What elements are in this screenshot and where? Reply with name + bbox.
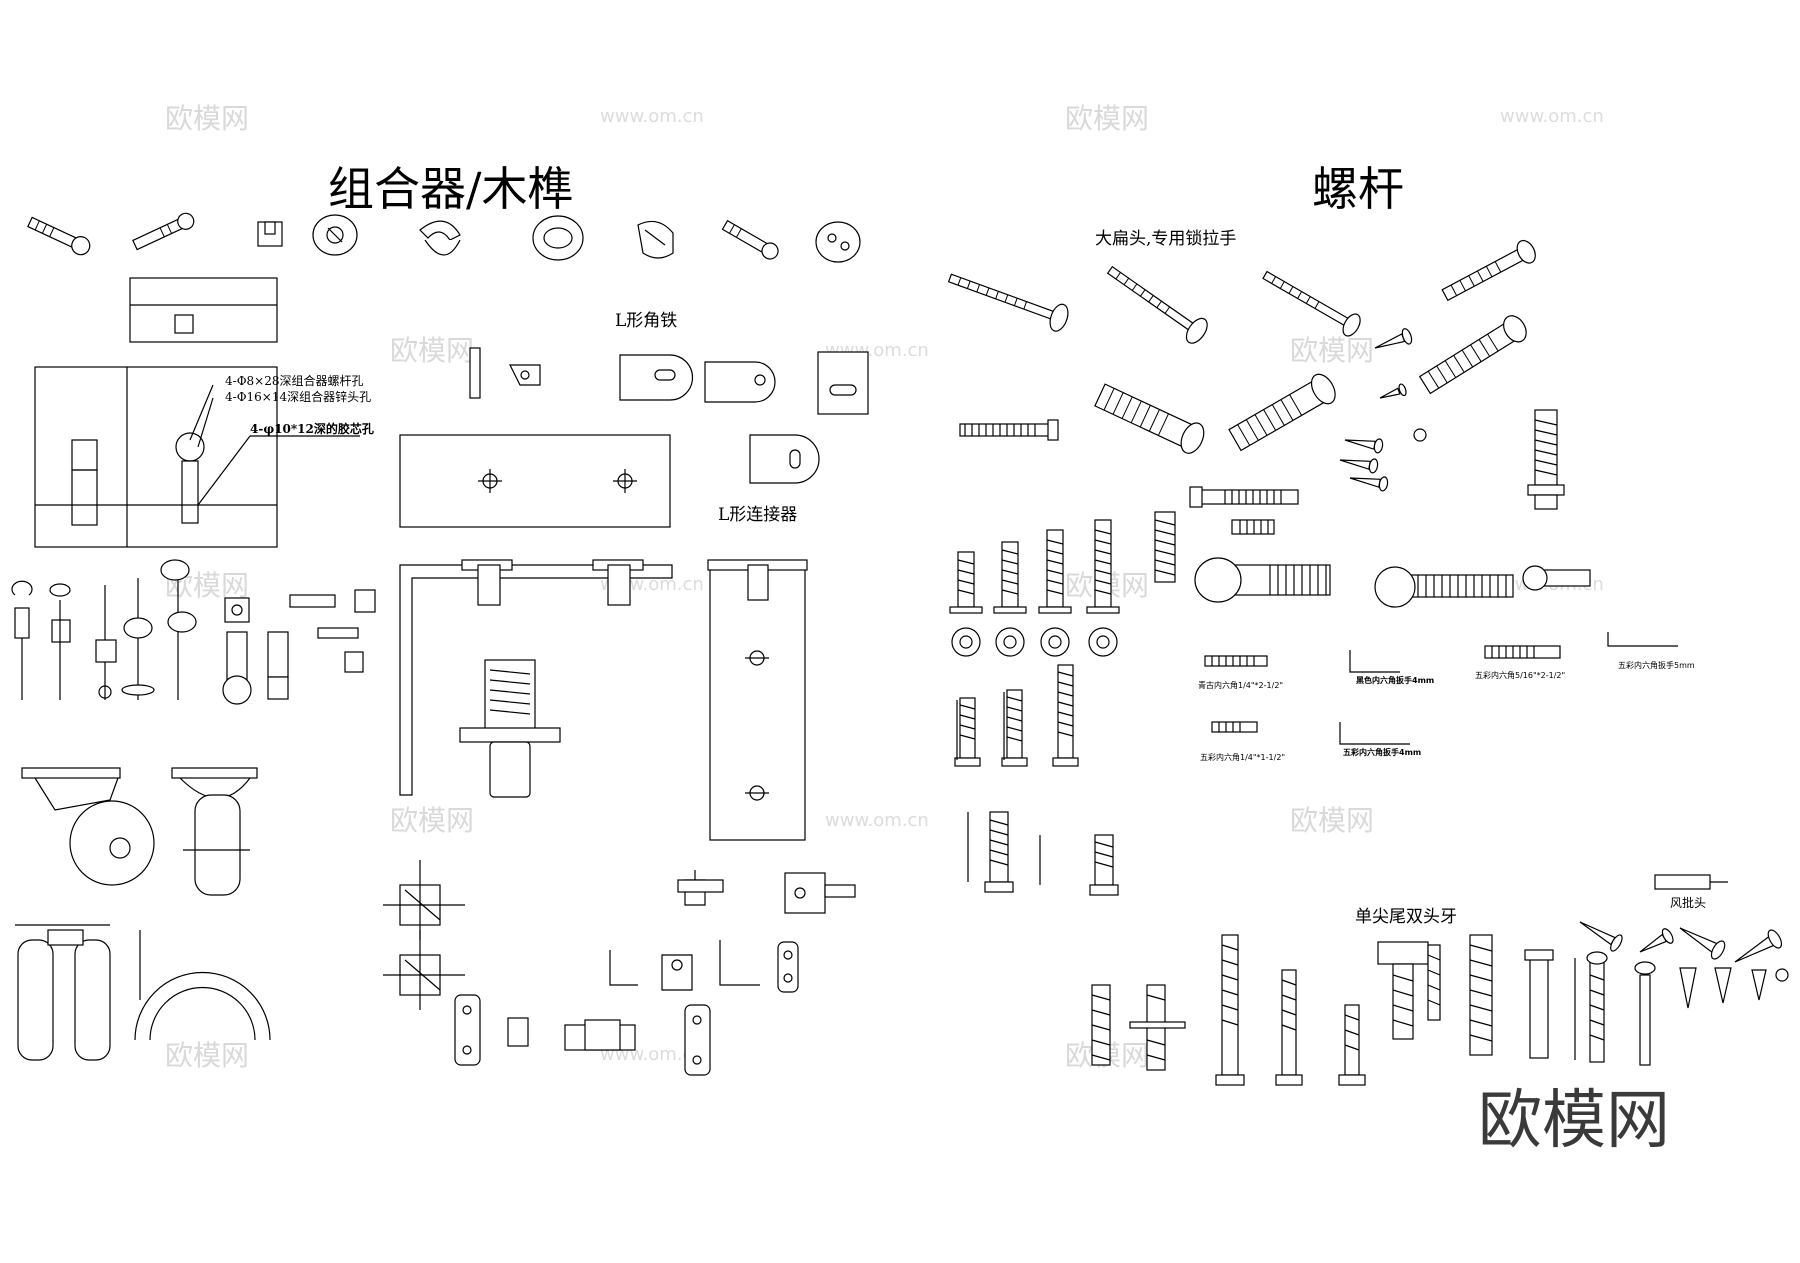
- screw-icon: [1262, 270, 1361, 337]
- screw-icon: [947, 273, 1069, 332]
- watermark-cn: 欧模网: [1290, 804, 1374, 837]
- cam-lock-icon: [532, 215, 584, 261]
- watermark-cn: 欧模网: [165, 102, 249, 135]
- hole-note: 4-φ10*12深的胶芯孔: [250, 421, 374, 436]
- dimensioned-bolts: [967, 811, 1119, 896]
- hole-note: 4-Φ16×14深组合器锌头孔: [225, 389, 371, 404]
- insert-icon: [1086, 519, 1120, 657]
- cam-lock-icon: [419, 220, 461, 256]
- insert-icon: [949, 551, 983, 657]
- insert-icon: [1052, 664, 1079, 767]
- watermark-cn: 欧模网: [390, 804, 474, 837]
- double-ended-screws: 单尖尾双头牙 风批头: [1091, 874, 1789, 1086]
- wood-screws-cluster: [1579, 921, 1783, 963]
- caption: 青古内六角1/4"*2-1/2": [1198, 680, 1283, 690]
- screw-icon: [1349, 476, 1389, 492]
- panel-section-drawing: 4-Φ8×28深组合器螺杆孔 4-Φ16×14深组合器锌头孔 4-φ10*12深…: [34, 277, 374, 548]
- threaded-inserts: [949, 511, 1176, 767]
- l-bracket-assembly: [399, 559, 808, 841]
- watermark-cn: 欧模网: [390, 334, 474, 367]
- label-l-connector: L形连接器: [718, 505, 797, 525]
- connector-fittings-row: [27, 212, 861, 263]
- screw-icon: [1228, 373, 1336, 452]
- label-l-angle-iron: L形角铁: [615, 311, 677, 331]
- socket-cap-screws: [1189, 486, 1591, 608]
- watermark-cn: 欧模网: [165, 1039, 249, 1072]
- caption: 黑色内六角扳手4mm: [1356, 675, 1434, 685]
- screw-icon: [1441, 239, 1536, 302]
- screw-icon: [1639, 928, 1674, 953]
- screw-icon: [1339, 458, 1379, 474]
- hole-note: 4-Φ8×28深组合器螺杆孔: [225, 373, 364, 388]
- hex-keys-and-captions: 青古内六角1/4"*2-1/2" 黑色内六角扳手4mm 五彩内六角5/16"*2…: [1198, 632, 1695, 762]
- watermark-url: www.om.cn: [600, 106, 704, 127]
- cam-bolt-icon: [721, 219, 779, 260]
- caption: 五彩内六角5/16"*2-1/2": [1475, 670, 1565, 680]
- mounting-plates: L形角铁 L形连接器: [399, 311, 869, 528]
- brand-logo: 欧模网: [1478, 1084, 1670, 1158]
- insert-icon: [1038, 529, 1072, 657]
- screw-icon: [1374, 328, 1413, 349]
- screw-icon: [1418, 315, 1527, 395]
- corner-fixings: [383, 860, 856, 1076]
- screw-icon: [1379, 383, 1407, 399]
- section-title-left: 组合器/木榫: [328, 162, 574, 216]
- watermark-cn: 欧模网: [1065, 102, 1149, 135]
- watermark-cn: 欧模网: [1290, 334, 1374, 367]
- cam-lock-icon: [637, 220, 674, 259]
- caption: 五彩内六角扳手4mm: [1343, 747, 1421, 757]
- screw-icon: [1734, 929, 1783, 963]
- screw-icon: [1679, 927, 1726, 960]
- caster-wheels: [15, 767, 271, 1061]
- insert-icon: [993, 541, 1027, 657]
- label-single-point: 单尖尾双头牙: [1355, 907, 1457, 927]
- insert-icon: [954, 697, 981, 767]
- caption: 五彩内六角扳手5mm: [1618, 660, 1695, 670]
- cam-lock-icon: [312, 214, 358, 256]
- screw-icon: [1094, 383, 1205, 454]
- clip-icon: [257, 221, 283, 247]
- section-title-right: 螺杆: [1312, 162, 1404, 216]
- screw-icon: [1344, 438, 1384, 454]
- insert-icon: [1001, 689, 1028, 767]
- screw-icon: [1106, 265, 1208, 344]
- caption: 五彩内六角1/4"*1-1/2": [1200, 752, 1285, 762]
- label-air-screwdriver: 风批头: [1670, 895, 1706, 910]
- label-big-flat-head: 大扁头,专用锁拉手: [1095, 229, 1236, 249]
- cam-lock-icon: [815, 221, 861, 263]
- cam-bolt-icon: [132, 212, 195, 251]
- watermark-url: www.om.cn: [1500, 106, 1604, 127]
- machine-screws: [947, 239, 1536, 454]
- watermark-url: www.om.cn: [825, 810, 929, 831]
- screw-icon: [1579, 921, 1623, 952]
- small-connector-parts: [11, 559, 376, 705]
- small-wood-screws: [1339, 328, 1565, 510]
- cam-bolt-icon: [27, 216, 91, 256]
